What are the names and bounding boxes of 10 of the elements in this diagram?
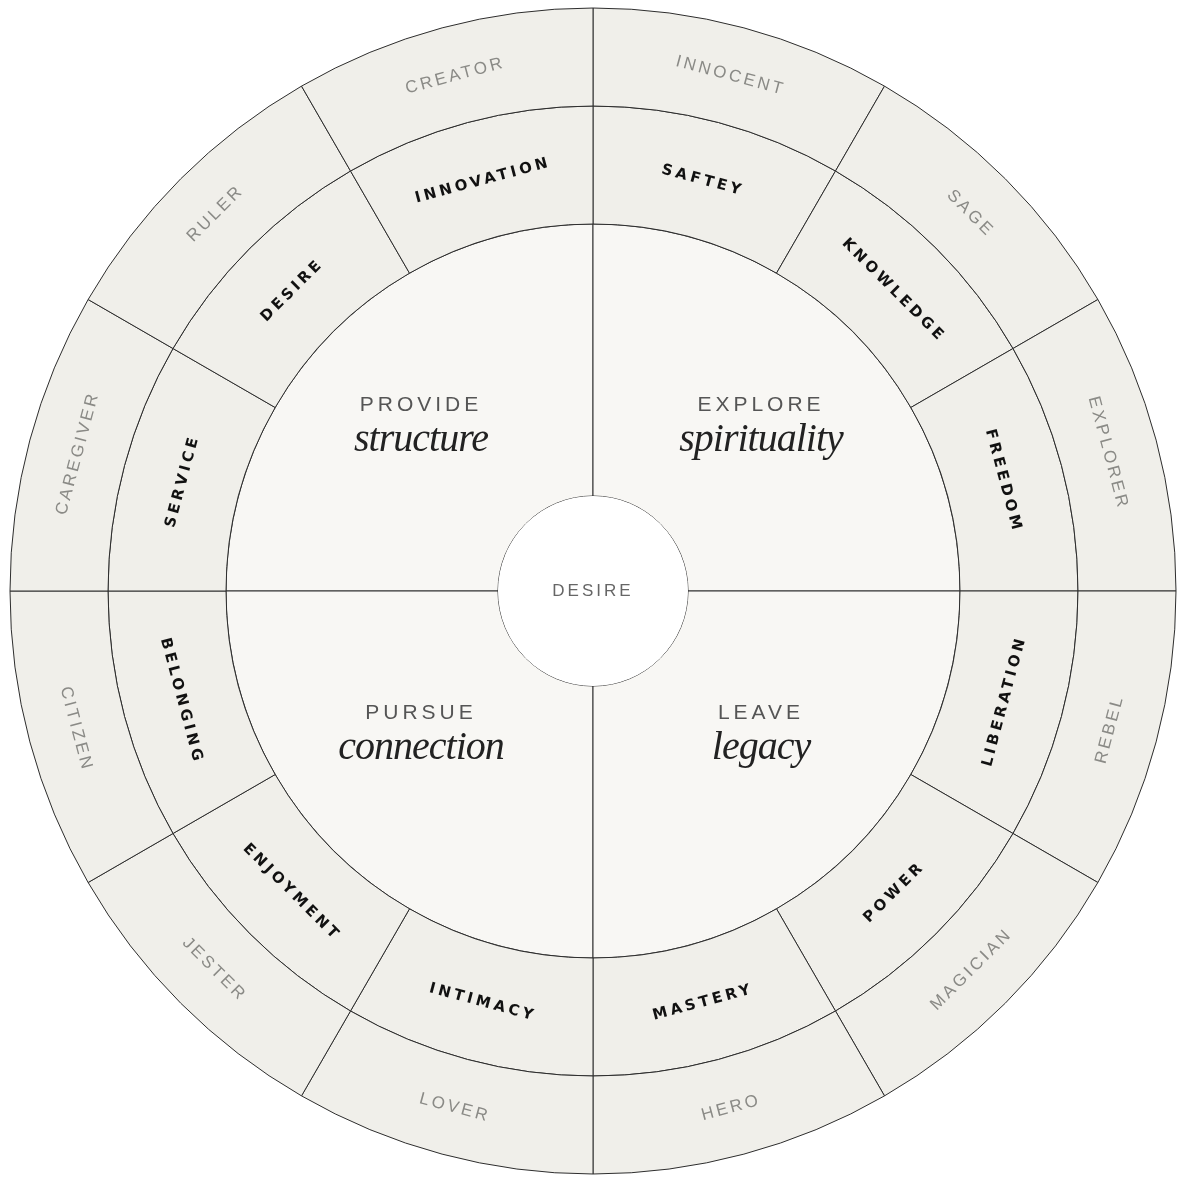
quadrant-subheading: structure [354,416,488,461]
quadrant-heading: PROVIDE [359,391,483,417]
quadrant-subheading: connection [338,724,504,769]
center-label: DESIRE [552,581,634,601]
segment-label: HERO [699,1090,763,1123]
quadrant-subheading: spirituality [679,416,843,461]
quadrant-heading: LEAVE [717,699,805,725]
quadrant-subheading: legacy [711,724,811,769]
quadrant-heading: PURSUE [365,699,477,725]
quadrant-heading: EXPLORE [697,391,825,417]
